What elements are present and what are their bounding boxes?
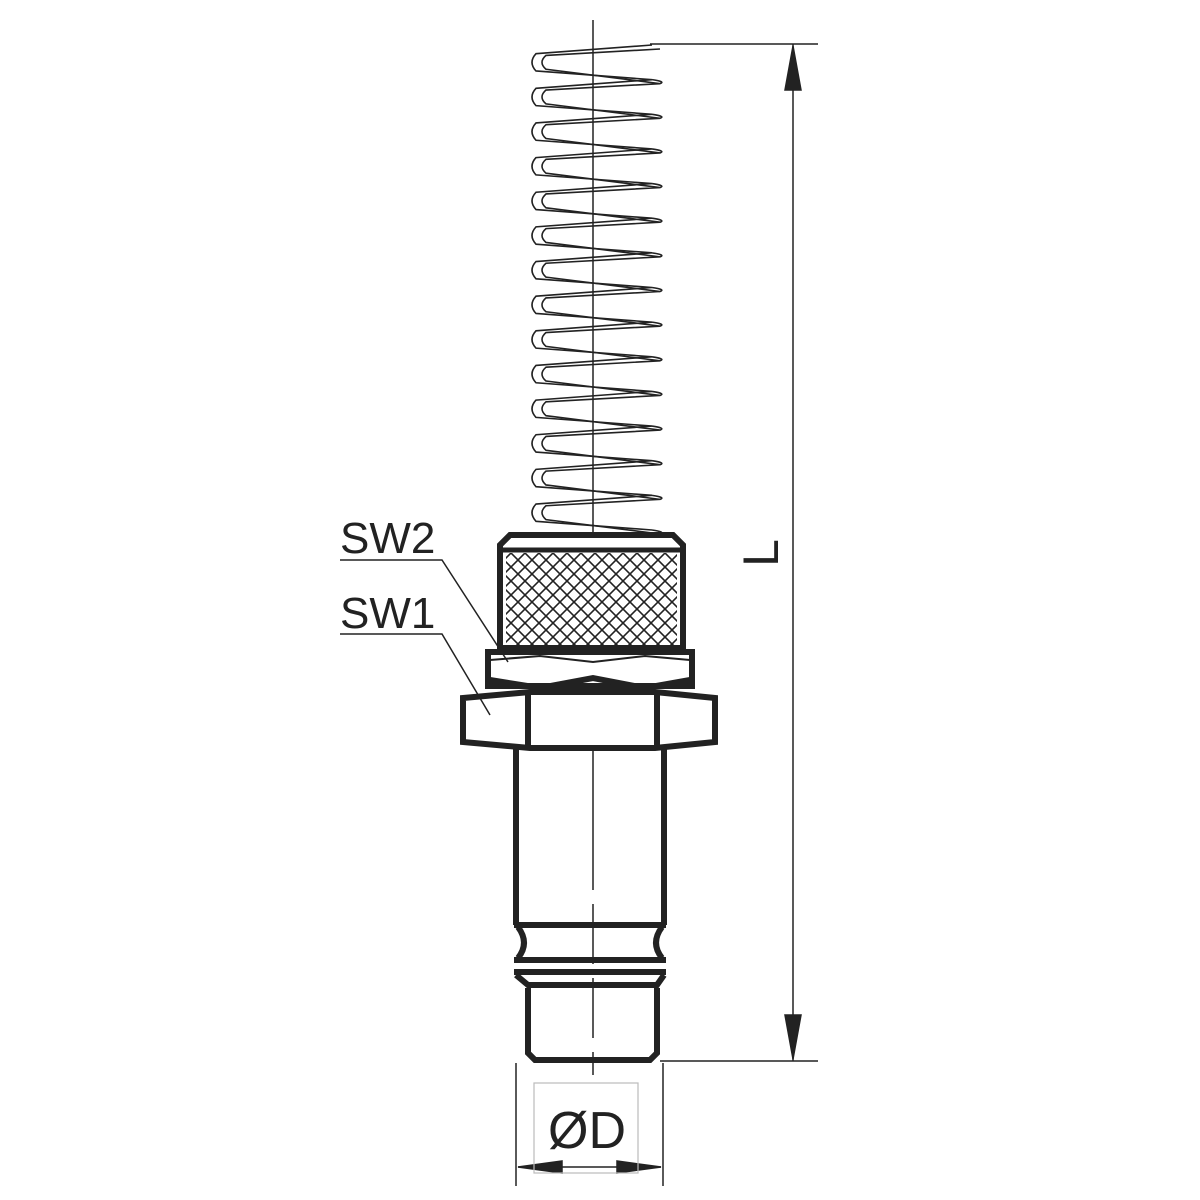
sw2-leader [340, 559, 509, 663]
length-dimension [650, 43, 818, 1062]
spring-coil-outline-2 [541, 48, 663, 535]
spring [531, 44, 663, 535]
diameter-dimension [515, 1063, 664, 1186]
sw1-nut [460, 689, 718, 751]
shaft [513, 748, 667, 1063]
length-label: L [733, 539, 789, 567]
sw1-leader [340, 633, 491, 716]
sw1-label: SW1 [340, 589, 435, 638]
spring-coil-outline-1 [531, 44, 653, 531]
knurled-cap [497, 532, 686, 651]
diameter-label: ØD [548, 1102, 626, 1160]
sw2-nut [485, 649, 695, 692]
sw2-label: SW2 [340, 514, 435, 563]
